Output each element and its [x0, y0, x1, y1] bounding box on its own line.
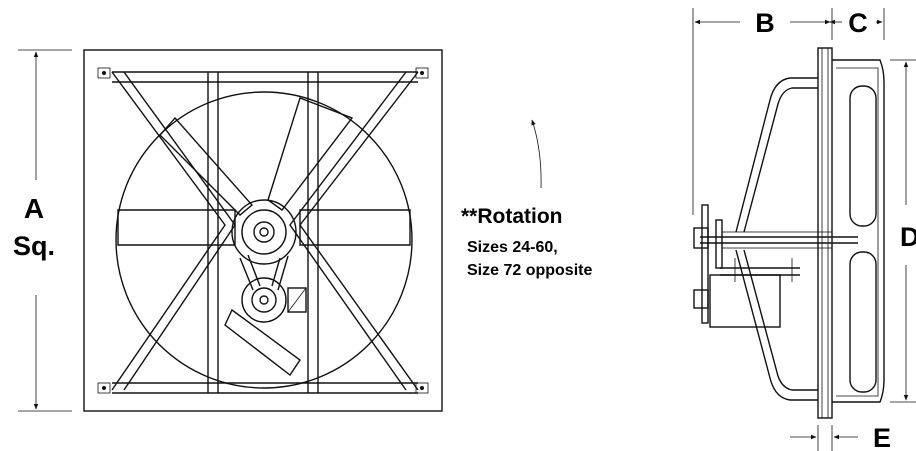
rotation-note: **Rotation Sizes 24-60, Size 72 opposite — [461, 119, 592, 279]
motor-pulley — [241, 277, 307, 323]
dimension-b-label: B — [755, 8, 775, 38]
drive-belt — [239, 254, 289, 291]
rotation-title: **Rotation — [461, 205, 563, 228]
fan-panel — [83, 49, 443, 412]
dimension-c-label: C — [848, 8, 868, 38]
front-view: A Sq. — [13, 49, 443, 412]
side-frame — [817, 47, 833, 419]
dimension-d-line — [890, 59, 916, 403]
dimension-bc-lines — [692, 8, 885, 215]
side-view: B C D E — [692, 8, 916, 451]
dimension-e-label: E — [873, 423, 891, 451]
dimension-a-label: A — [24, 193, 44, 224]
blade-profiles — [849, 85, 877, 393]
dimension-e-line — [790, 425, 858, 451]
venturi-profile — [832, 59, 885, 403]
guard-rails — [111, 71, 419, 394]
side-pulleys — [693, 204, 723, 324]
mounting-holes — [97, 67, 429, 394]
rotation-line-2: Size 72 opposite — [467, 262, 592, 279]
rotation-arrow-icon — [531, 119, 542, 189]
dimension-a-line — [18, 49, 72, 412]
rotation-line-1: Sizes 24-60, — [467, 239, 558, 256]
dimension-a-suffix: Sq. — [13, 231, 55, 261]
fan-pulley — [231, 199, 297, 265]
venturi-ring — [115, 91, 413, 389]
dimension-d-label: D — [900, 222, 916, 252]
side-guard — [735, 77, 818, 233]
